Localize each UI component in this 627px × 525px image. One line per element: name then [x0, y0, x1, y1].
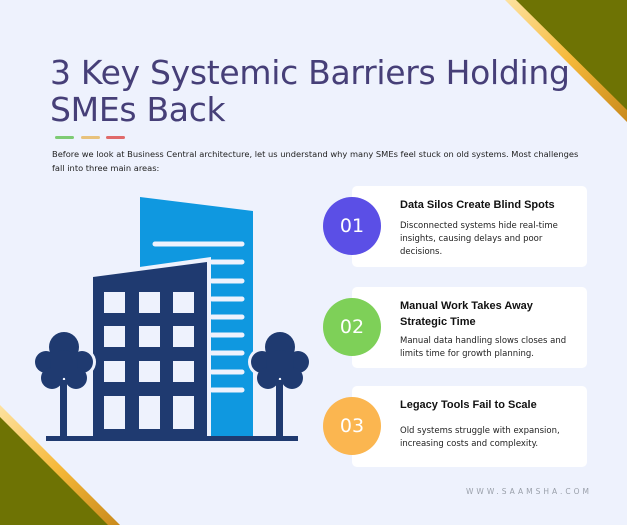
page-title: 3 Key Systemic Barriers Holding SMEs Bac… [50, 54, 610, 128]
barrier-title: Manual Work Takes Away Strategic Time [400, 300, 533, 328]
barrier-description: Old systems struggle with expansion, inc… [400, 426, 560, 449]
title-line-2: SMEs Back [50, 90, 226, 129]
barrier-number-badge: 02 [323, 298, 381, 356]
barrier-title: Legacy Tools Fail to Scale [400, 399, 537, 411]
barrier-number-badge: 01 [323, 197, 381, 255]
divider-dash-gold [81, 136, 100, 139]
divider-dash-red [106, 136, 125, 139]
divider-dash-green [55, 136, 74, 139]
barrier-card-3: Legacy Tools Fail to Scale Old systems s… [352, 386, 587, 467]
intro-text: Before we look at Business Central archi… [52, 149, 579, 173]
barrier-description: Disconnected systems hide real-time insi… [400, 221, 558, 257]
title-line-1: 3 Key Systemic Barriers Holding [50, 53, 570, 92]
barrier-card-1: Data Silos Create Blind Spots Disconnect… [352, 186, 587, 267]
barrier-card-2: Manual Work Takes Away Strategic Time Ma… [352, 287, 587, 368]
barrier-number-badge: 03 [323, 397, 381, 455]
website-url: WWW.SAAMSHA.COM [466, 487, 593, 496]
barrier-title: Data Silos Create Blind Spots [400, 199, 555, 211]
barrier-description: Manual data handling slows closes and li… [400, 336, 567, 359]
